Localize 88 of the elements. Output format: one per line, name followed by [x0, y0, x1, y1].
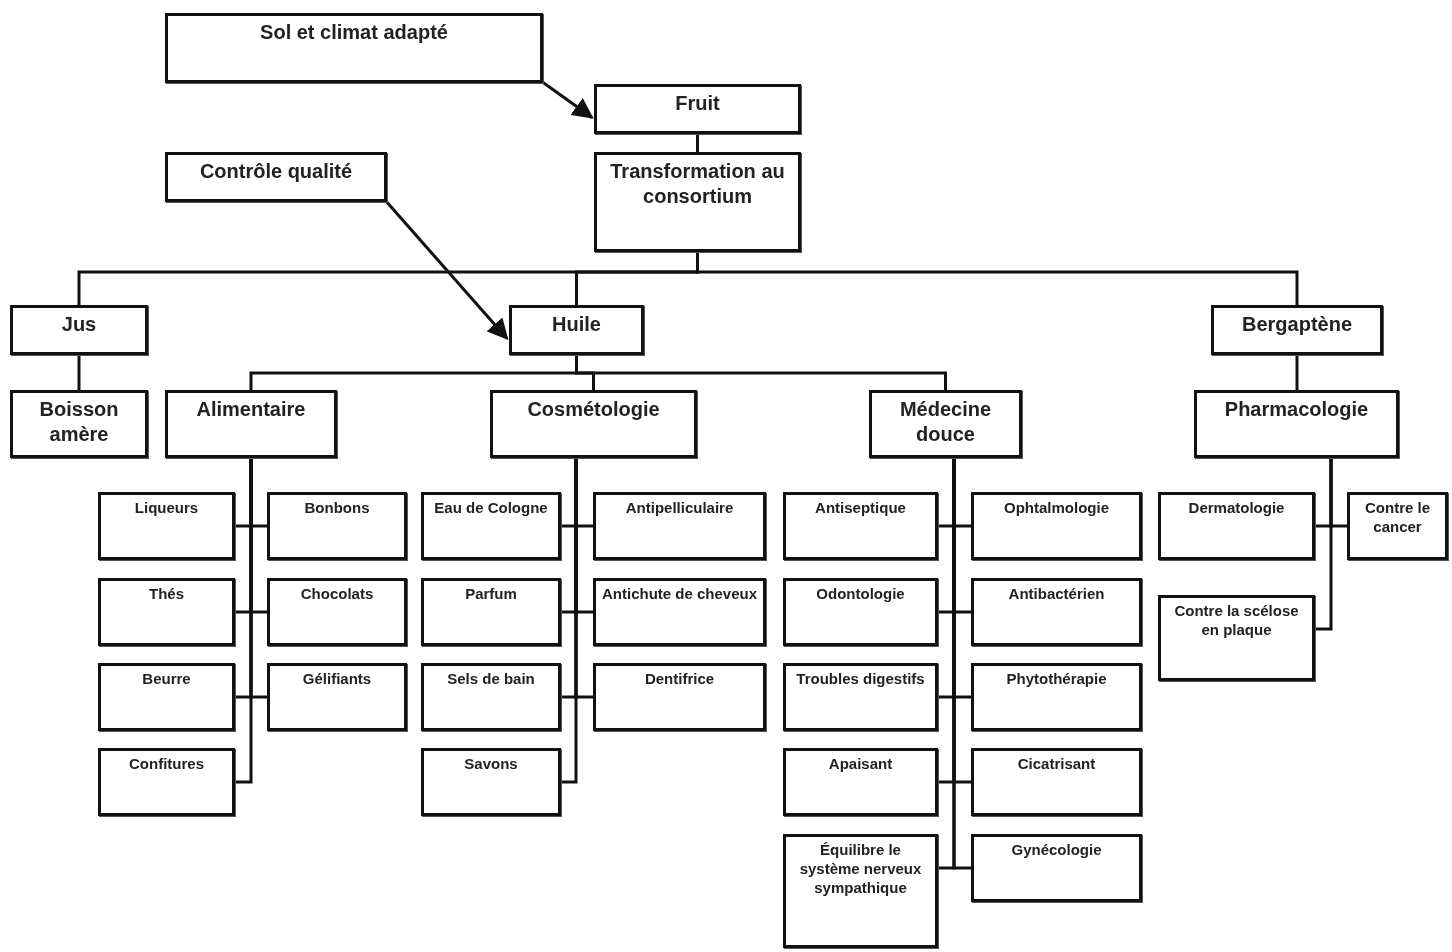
- process-box: [783, 748, 938, 816]
- process-box: [267, 663, 407, 731]
- arrow: [540, 79, 594, 119]
- process-box: [783, 663, 938, 731]
- process-box: [971, 748, 1142, 816]
- box-label: Liqueurs: [134, 499, 199, 518]
- box-label: Cicatrisant: [1017, 755, 1096, 774]
- connector-line: [1315, 458, 1333, 631]
- box-label: Odontologie: [816, 585, 905, 604]
- process-box: [971, 834, 1142, 902]
- process-box: [971, 578, 1142, 646]
- box-label: Dermatologie: [1188, 499, 1285, 518]
- box-label: Gélifiants: [302, 670, 372, 689]
- process-box: [1194, 390, 1399, 458]
- process-box: [490, 390, 697, 458]
- connector-line: [77, 355, 81, 390]
- box-label: Antipelliculaire: [625, 499, 734, 518]
- process-box: [1158, 595, 1315, 681]
- box-label: Savons: [464, 755, 518, 774]
- connector-line: [696, 134, 699, 152]
- box-label: Chocolats: [300, 585, 374, 604]
- box-label: Thés: [149, 585, 184, 604]
- box-label: Boisson amère: [38, 397, 120, 447]
- process-box: [971, 663, 1142, 731]
- box-label: Antibactérien: [1008, 585, 1105, 604]
- process-box: [593, 578, 766, 646]
- process-box: [98, 663, 235, 731]
- process-box: [98, 578, 235, 646]
- box-label: Antiseptique: [815, 499, 906, 518]
- box-label: Médecine douce: [898, 397, 993, 447]
- process-box: [971, 492, 1142, 560]
- process-box: [421, 492, 561, 560]
- box-label: Équilibre le système nerveux sympathique: [798, 841, 923, 898]
- process-box: [10, 305, 148, 355]
- box-label: Confitures: [129, 755, 204, 774]
- box-label: Contre le cancer: [1364, 499, 1431, 537]
- box-label: Contre la scélose en plaque: [1173, 602, 1300, 640]
- process-box: [783, 492, 938, 560]
- process-box: [421, 748, 561, 816]
- connector-line: [952, 458, 971, 870]
- arrow: [383, 199, 509, 341]
- process-box: [594, 84, 801, 134]
- box-label: Bergaptène: [1242, 312, 1352, 337]
- box-label: Contrôle qualité: [199, 159, 353, 184]
- box-label: Gynécologie: [1011, 841, 1102, 860]
- box-label: Troubles digestifs: [796, 670, 925, 689]
- process-box: [421, 578, 561, 646]
- box-label: Ophtalmologie: [1004, 499, 1109, 518]
- box-label: Beurre: [142, 670, 191, 689]
- process-box: [869, 390, 1022, 458]
- box-label: Pharmacologie: [1224, 397, 1369, 422]
- box-label: Eau de Cologne: [434, 499, 548, 518]
- box-label: Jus: [61, 312, 97, 337]
- box-label: Fruit: [675, 91, 720, 116]
- box-label: Parfum: [465, 585, 517, 604]
- process-box: [594, 152, 801, 252]
- process-box: [593, 492, 766, 560]
- box-label: Phytothérapie: [1006, 670, 1107, 689]
- box-label: Sol et climat adapté: [260, 20, 448, 45]
- process-box: [421, 663, 561, 731]
- process-box: [783, 834, 938, 948]
- box-label: Alimentaire: [196, 397, 306, 422]
- box-label: Transformation au consortium: [609, 159, 786, 209]
- process-box: [98, 748, 235, 816]
- box-label: Apaisant: [828, 755, 893, 774]
- process-box: [267, 492, 407, 560]
- process-box: [165, 13, 543, 83]
- process-box: [509, 305, 644, 355]
- process-box: [783, 578, 938, 646]
- box-label: Dentifrice: [644, 670, 715, 689]
- process-box: [10, 390, 148, 458]
- box-label: Bonbons: [304, 499, 370, 518]
- process-box: [165, 390, 337, 458]
- process-box: [267, 578, 407, 646]
- process-box: [165, 152, 387, 202]
- connector-line: [235, 458, 253, 784]
- process-box: [98, 492, 235, 560]
- connector-line: [575, 355, 947, 390]
- box-label: Antichute de cheveux: [601, 585, 757, 604]
- process-box: [1211, 305, 1383, 355]
- connector-line: [1295, 355, 1299, 390]
- box-label: Huile: [552, 312, 601, 337]
- process-box: [593, 663, 766, 731]
- process-box: [1347, 492, 1448, 560]
- box-label: Sels de bain: [447, 670, 535, 689]
- connector-line: [561, 458, 578, 784]
- box-label: Cosmétologie: [527, 397, 660, 422]
- process-box: [1158, 492, 1315, 560]
